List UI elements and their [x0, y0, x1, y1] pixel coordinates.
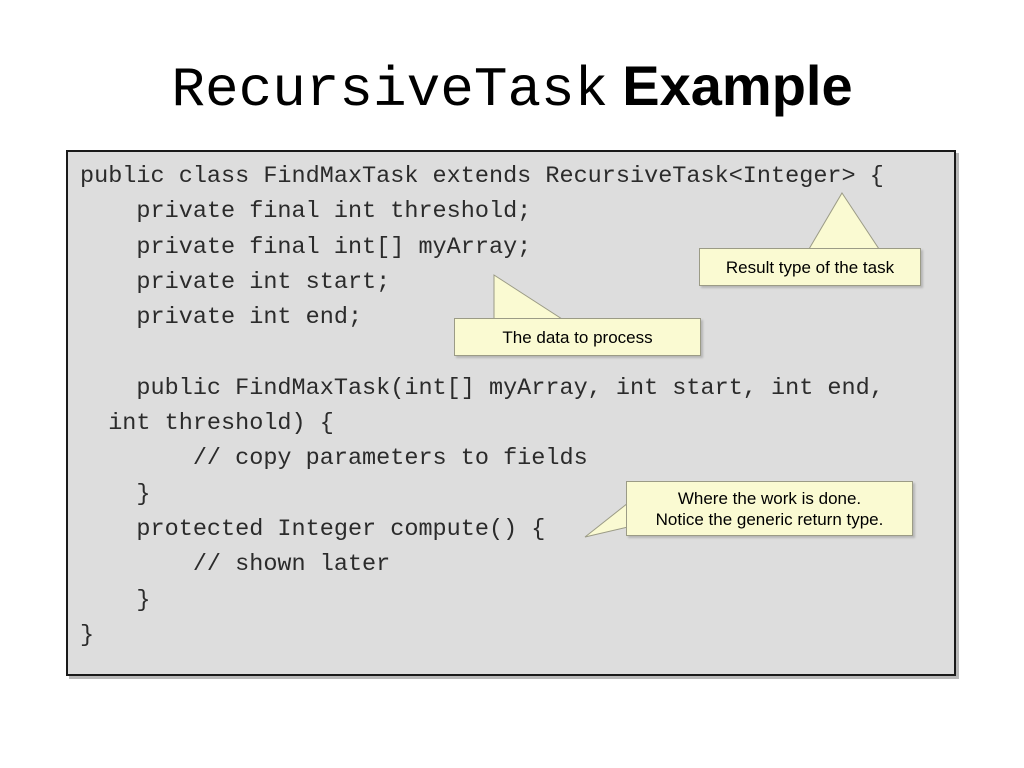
callout-work-done-body: Where the work is done. Notice the gener…: [626, 481, 913, 536]
callout-data-to-process-text: The data to process: [502, 327, 653, 347]
code-block: public class FindMaxTask extends Recursi…: [66, 150, 956, 676]
callout-data-to-process-body: The data to process: [454, 318, 701, 356]
page-title-mono: RecursiveTask: [171, 58, 609, 122]
page-title-sans: Example: [622, 54, 853, 117]
callout-work-done-line2: Notice the generic return type.: [655, 509, 884, 529]
callout-result-type-text: Result type of the task: [725, 257, 895, 277]
callout-work-done-line1: Where the work is done.: [677, 488, 862, 508]
code-listing: public class FindMaxTask extends Recursi…: [80, 163, 884, 649]
callout-data-to-process: The data to process: [454, 273, 701, 356]
callout-result-type-body: Result type of the task: [699, 248, 921, 286]
callout-work-done: Where the work is done. Notice the gener…: [581, 481, 913, 541]
callout-result-type: Result type of the task: [699, 191, 921, 286]
